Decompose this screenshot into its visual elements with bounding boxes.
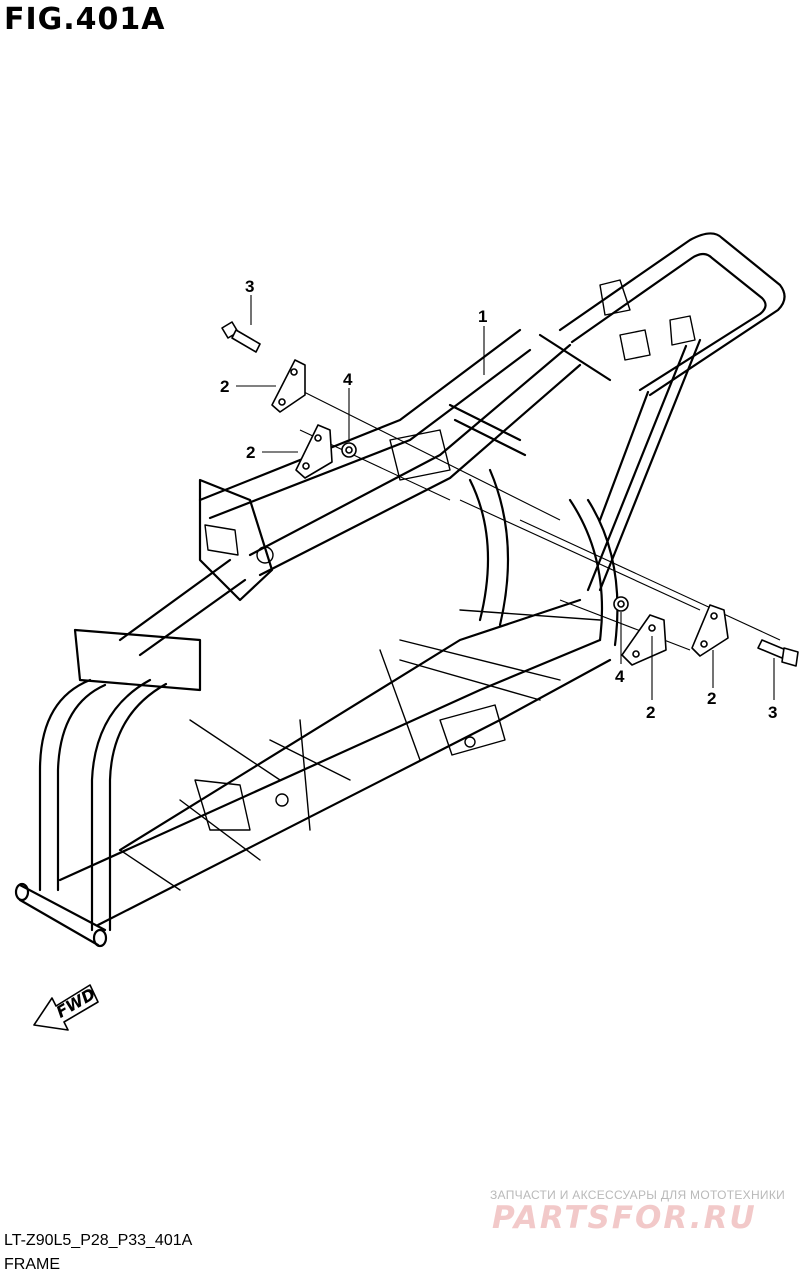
nut-left[interactable] xyxy=(341,442,357,458)
fwd-label: FWD xyxy=(53,984,99,1021)
bracket-right-outer[interactable] xyxy=(691,604,729,657)
callout-bolt-left: 3 xyxy=(245,277,254,296)
callout-bracket-right-inner: 2 xyxy=(646,703,655,722)
callout-bolt-right: 3 xyxy=(768,703,777,722)
diagram-code: LT-Z90L5_P28_P33_401A xyxy=(4,1232,193,1249)
frame-assembly[interactable] xyxy=(14,232,786,948)
callout-nut-left: 4 xyxy=(343,370,353,389)
watermark-logo: PARTSFOR.RU xyxy=(492,1200,757,1236)
callout-bracket-right-outer: 2 xyxy=(707,689,716,708)
bracket-left-lower[interactable] xyxy=(295,424,333,479)
callout-frame: 1 xyxy=(478,307,487,326)
bolt-left[interactable] xyxy=(221,321,261,353)
assembly-line-right-3 xyxy=(559,599,691,651)
callout-bracket-left-upper: 2 xyxy=(220,377,229,396)
figure-title: FIG.401A xyxy=(4,2,166,37)
diagram-name: FRAME xyxy=(4,1256,60,1273)
watermark-tagline: ЗАПЧАСТИ И АКСЕССУАРЫ ДЛЯ МОТОТЕХНИКИ xyxy=(490,1188,786,1202)
nut-right[interactable] xyxy=(613,596,629,612)
bolt-right[interactable] xyxy=(757,639,799,667)
fwd-direction-arrow: FWD xyxy=(33,984,99,1031)
assembly-line-right xyxy=(519,519,781,641)
assembly-line-left xyxy=(299,389,561,521)
bracket-left-upper[interactable] xyxy=(271,359,306,413)
callout-nut-right: 4 xyxy=(615,667,625,686)
callout-bracket-left-lower: 2 xyxy=(246,443,255,462)
assembly-line-right-2 xyxy=(459,499,701,611)
bracket-right-inner[interactable] xyxy=(621,614,667,666)
